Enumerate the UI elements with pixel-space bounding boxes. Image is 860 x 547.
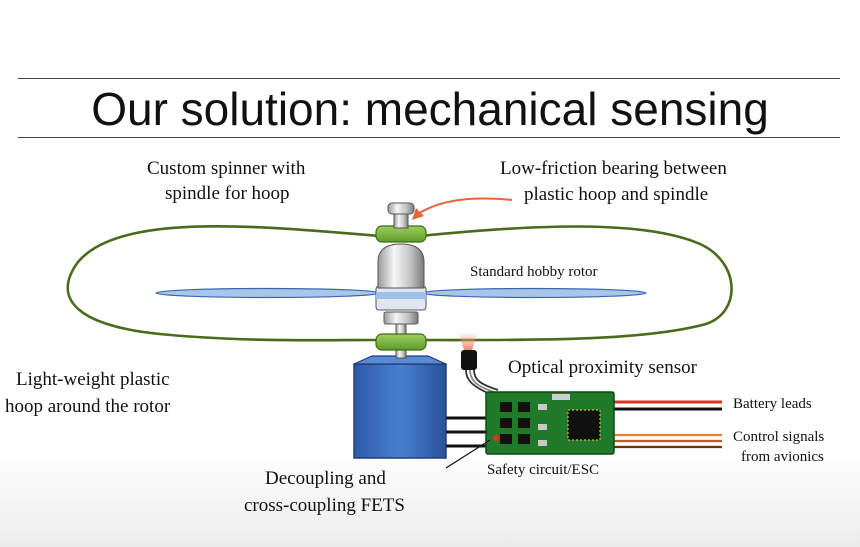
pcb-fet-4	[518, 418, 530, 428]
pcb-part-3	[538, 440, 547, 446]
sensor-wire-2	[469, 369, 495, 393]
spinner-cone	[377, 243, 425, 289]
pcb-fet-2	[518, 402, 530, 412]
pcb-fet-3	[500, 418, 512, 428]
lower-bearing	[375, 333, 427, 351]
label-battery: Battery leads	[733, 396, 812, 412]
label-hoop-line1: Light-weight plastic	[16, 369, 170, 390]
pcb-fet-1	[500, 402, 512, 412]
motor-body	[353, 363, 447, 459]
pcb-led	[493, 435, 499, 441]
label-bearing-line2: plastic hoop and spindle	[524, 184, 709, 205]
label-bearing-line1: Low-friction bearing between	[500, 158, 727, 179]
spindle-tip-cap	[387, 202, 415, 215]
fets-pointer	[445, 439, 491, 469]
top-rule	[18, 78, 840, 79]
label-control-line1: Control signals	[733, 429, 825, 445]
pcb-chip-main	[567, 409, 601, 441]
label-hoop-line2: hoop around the rotor	[5, 396, 171, 417]
label-rotor: Standard hobby rotor	[470, 264, 598, 280]
motor-top	[353, 355, 447, 365]
label-fets-line1: Decoupling and	[265, 468, 386, 489]
sensor-wire-3	[473, 369, 499, 391]
bearing-arrow-head	[412, 208, 424, 220]
bottom-rule	[18, 137, 840, 138]
optical-sensor	[461, 350, 477, 370]
spindle-collar	[383, 311, 419, 325]
pcb-fet-5	[500, 434, 512, 444]
pcb-connector	[552, 394, 570, 400]
slide-title: Our solution: mechanical sensing	[91, 83, 769, 135]
label-fets-line2: cross-coupling FETS	[244, 495, 405, 516]
pcb-part-1	[538, 404, 547, 410]
label-spinner-line1: Custom spinner with	[147, 158, 306, 179]
pcb-part-2	[538, 424, 547, 430]
rotor-blade-right	[421, 287, 647, 299]
label-control-line2: from avionics	[741, 449, 824, 465]
sensor-beam	[459, 334, 477, 350]
label-spinner-line2: spindle for hoop	[165, 183, 290, 204]
spinner-hub-band	[376, 292, 426, 299]
label-safety: Safety circuit/ESC	[487, 462, 600, 478]
label-sensor: Optical proximity sensor	[508, 357, 697, 378]
rotor-blade-left	[155, 287, 381, 299]
bearing-arrow	[417, 197, 513, 215]
pcb-fet-6	[518, 434, 530, 444]
